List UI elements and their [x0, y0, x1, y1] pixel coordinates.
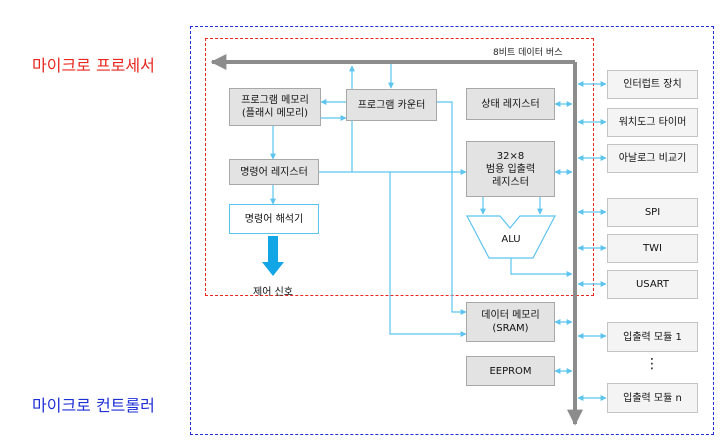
instruction-register-label: 명령어 레지스터: [240, 166, 308, 178]
twi-block: TWI: [607, 234, 698, 263]
interrupt-unit-label: 인터럽트 장치: [623, 79, 682, 90]
watchdog-timer-block: 워치도그 타이머: [607, 108, 698, 137]
program-counter-block: 프로그램 카운터: [346, 89, 437, 121]
gpr-sublabel: 레지스터: [492, 176, 529, 188]
data-memory-label: 데이터 메모리: [481, 310, 540, 321]
io-module-ellipsis: ⋮: [645, 356, 659, 372]
watchdog-timer-label: 워치도그 타이머: [618, 117, 687, 128]
io-module-1-label: 입출력 모듈 1: [623, 331, 682, 343]
gpr-label: 범용 입출력: [485, 163, 536, 175]
alu-shape: [466, 215, 556, 259]
twi-label: TWI: [643, 243, 662, 254]
control-signal-arrow: [262, 236, 284, 276]
io-module-n-label: 입출력 모듈 n: [623, 392, 682, 404]
usart-label: USART: [635, 279, 670, 290]
program-memory-label: 프로그램 메모리: [241, 95, 309, 106]
data-memory-block: 데이터 메모리 (SRAM): [466, 302, 555, 342]
microcontroller-title: 마이크로 컨트롤러: [32, 396, 155, 415]
io-module-n-block: 입출력 모듈 n: [607, 383, 698, 413]
data-bus: [210, 54, 583, 426]
microprocessor-title: 마이크로 프로세서: [32, 56, 155, 75]
program-memory-block: 프로그램 메모리 (플래시 메모리): [229, 88, 321, 126]
control-signal-label: 제어 신호: [253, 287, 293, 298]
instruction-register-block: 명령어 레지스터: [229, 159, 319, 185]
program-memory-sublabel: (플래시 메모리): [241, 108, 309, 119]
analog-comparator-block: 아날로그 비교기: [607, 144, 698, 173]
microprocessor-border: [205, 38, 594, 296]
alu-label: ALU: [501, 234, 521, 245]
io-module-1-block: 입출력 모듈 1: [607, 322, 698, 352]
instruction-decoder-label: 명령어 해석기: [244, 213, 304, 225]
spi-label: SPI: [644, 207, 661, 218]
status-register-label: 상태 레지스터: [481, 98, 540, 110]
analog-comparator-label: 아날로그 비교기: [618, 153, 687, 164]
program-counter-label: 프로그램 카운터: [357, 99, 426, 111]
eeprom-label: EEPROM: [489, 365, 532, 377]
bus-label: 8비트 데이터 버스: [493, 48, 563, 58]
interrupt-unit-block: 인터럽트 장치: [607, 70, 698, 99]
status-register-block: 상태 레지스터: [466, 88, 555, 120]
gpr-size-label: 32×8: [496, 150, 525, 162]
instruction-decoder-block: 명령어 해석기: [229, 204, 319, 234]
data-memory-sublabel: (SRAM): [492, 323, 529, 334]
usart-block: USART: [607, 270, 698, 299]
gpr-block: 32×8 범용 입출력 레지스터: [466, 141, 555, 197]
eeprom-block: EEPROM: [466, 356, 555, 386]
spi-block: SPI: [607, 198, 698, 227]
microcontroller-border: [190, 26, 714, 435]
